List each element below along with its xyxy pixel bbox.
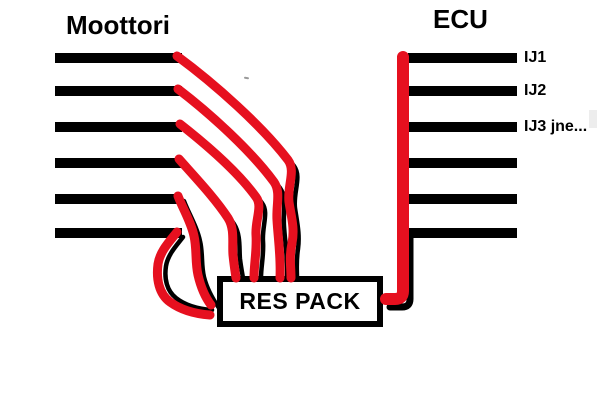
ecu-pin-bar (408, 86, 517, 96)
injector-wire-5-red (173, 191, 216, 310)
ecu-pin-bar (408, 53, 517, 63)
ecu-spine-wire-black (386, 228, 414, 311)
ecu-pin-label: IJ1 (524, 49, 547, 66)
engine-pin-bar (55, 122, 182, 132)
ecu-pin-bar (408, 122, 517, 132)
ecu-pin-label: IJ2 (524, 82, 547, 99)
res-pack-label: RES PACK (239, 288, 361, 314)
ecu-title: ECU (433, 4, 488, 34)
engine-pin-bar (55, 86, 182, 96)
injector-wire-6-black (163, 234, 215, 313)
injector-wire-6-red (152, 227, 215, 320)
injector-wire-1-black (180, 59, 301, 281)
res-pack-box: RES PACK (217, 276, 383, 327)
ecu-pin-bar (408, 228, 517, 238)
stray-mark (243, 76, 250, 80)
ecu-spine-wire-red (380, 51, 409, 305)
injector-wire-4-red (174, 154, 241, 283)
injector-wire-3-black (183, 127, 268, 281)
engine-pin-bar (55, 53, 182, 63)
injector-wire-2-black (181, 92, 290, 281)
injector-wire-5-black (181, 198, 222, 311)
injector-wire-4-black (182, 162, 246, 281)
injector-wire-1-red (172, 51, 298, 283)
engine-pin-bar (55, 194, 182, 204)
faint-smudge (589, 110, 597, 128)
ecu-pin-label: IJ3 jne... (524, 118, 588, 135)
injector-wire-3-red (175, 119, 264, 283)
engine-pin-bar (55, 228, 182, 238)
ecu-pin-bar (408, 194, 517, 204)
injector-wire-2-red (173, 84, 285, 283)
engine-pin-bar (55, 158, 182, 168)
ecu-pin-bar (408, 158, 517, 168)
engine-title: Moottori (66, 10, 170, 40)
